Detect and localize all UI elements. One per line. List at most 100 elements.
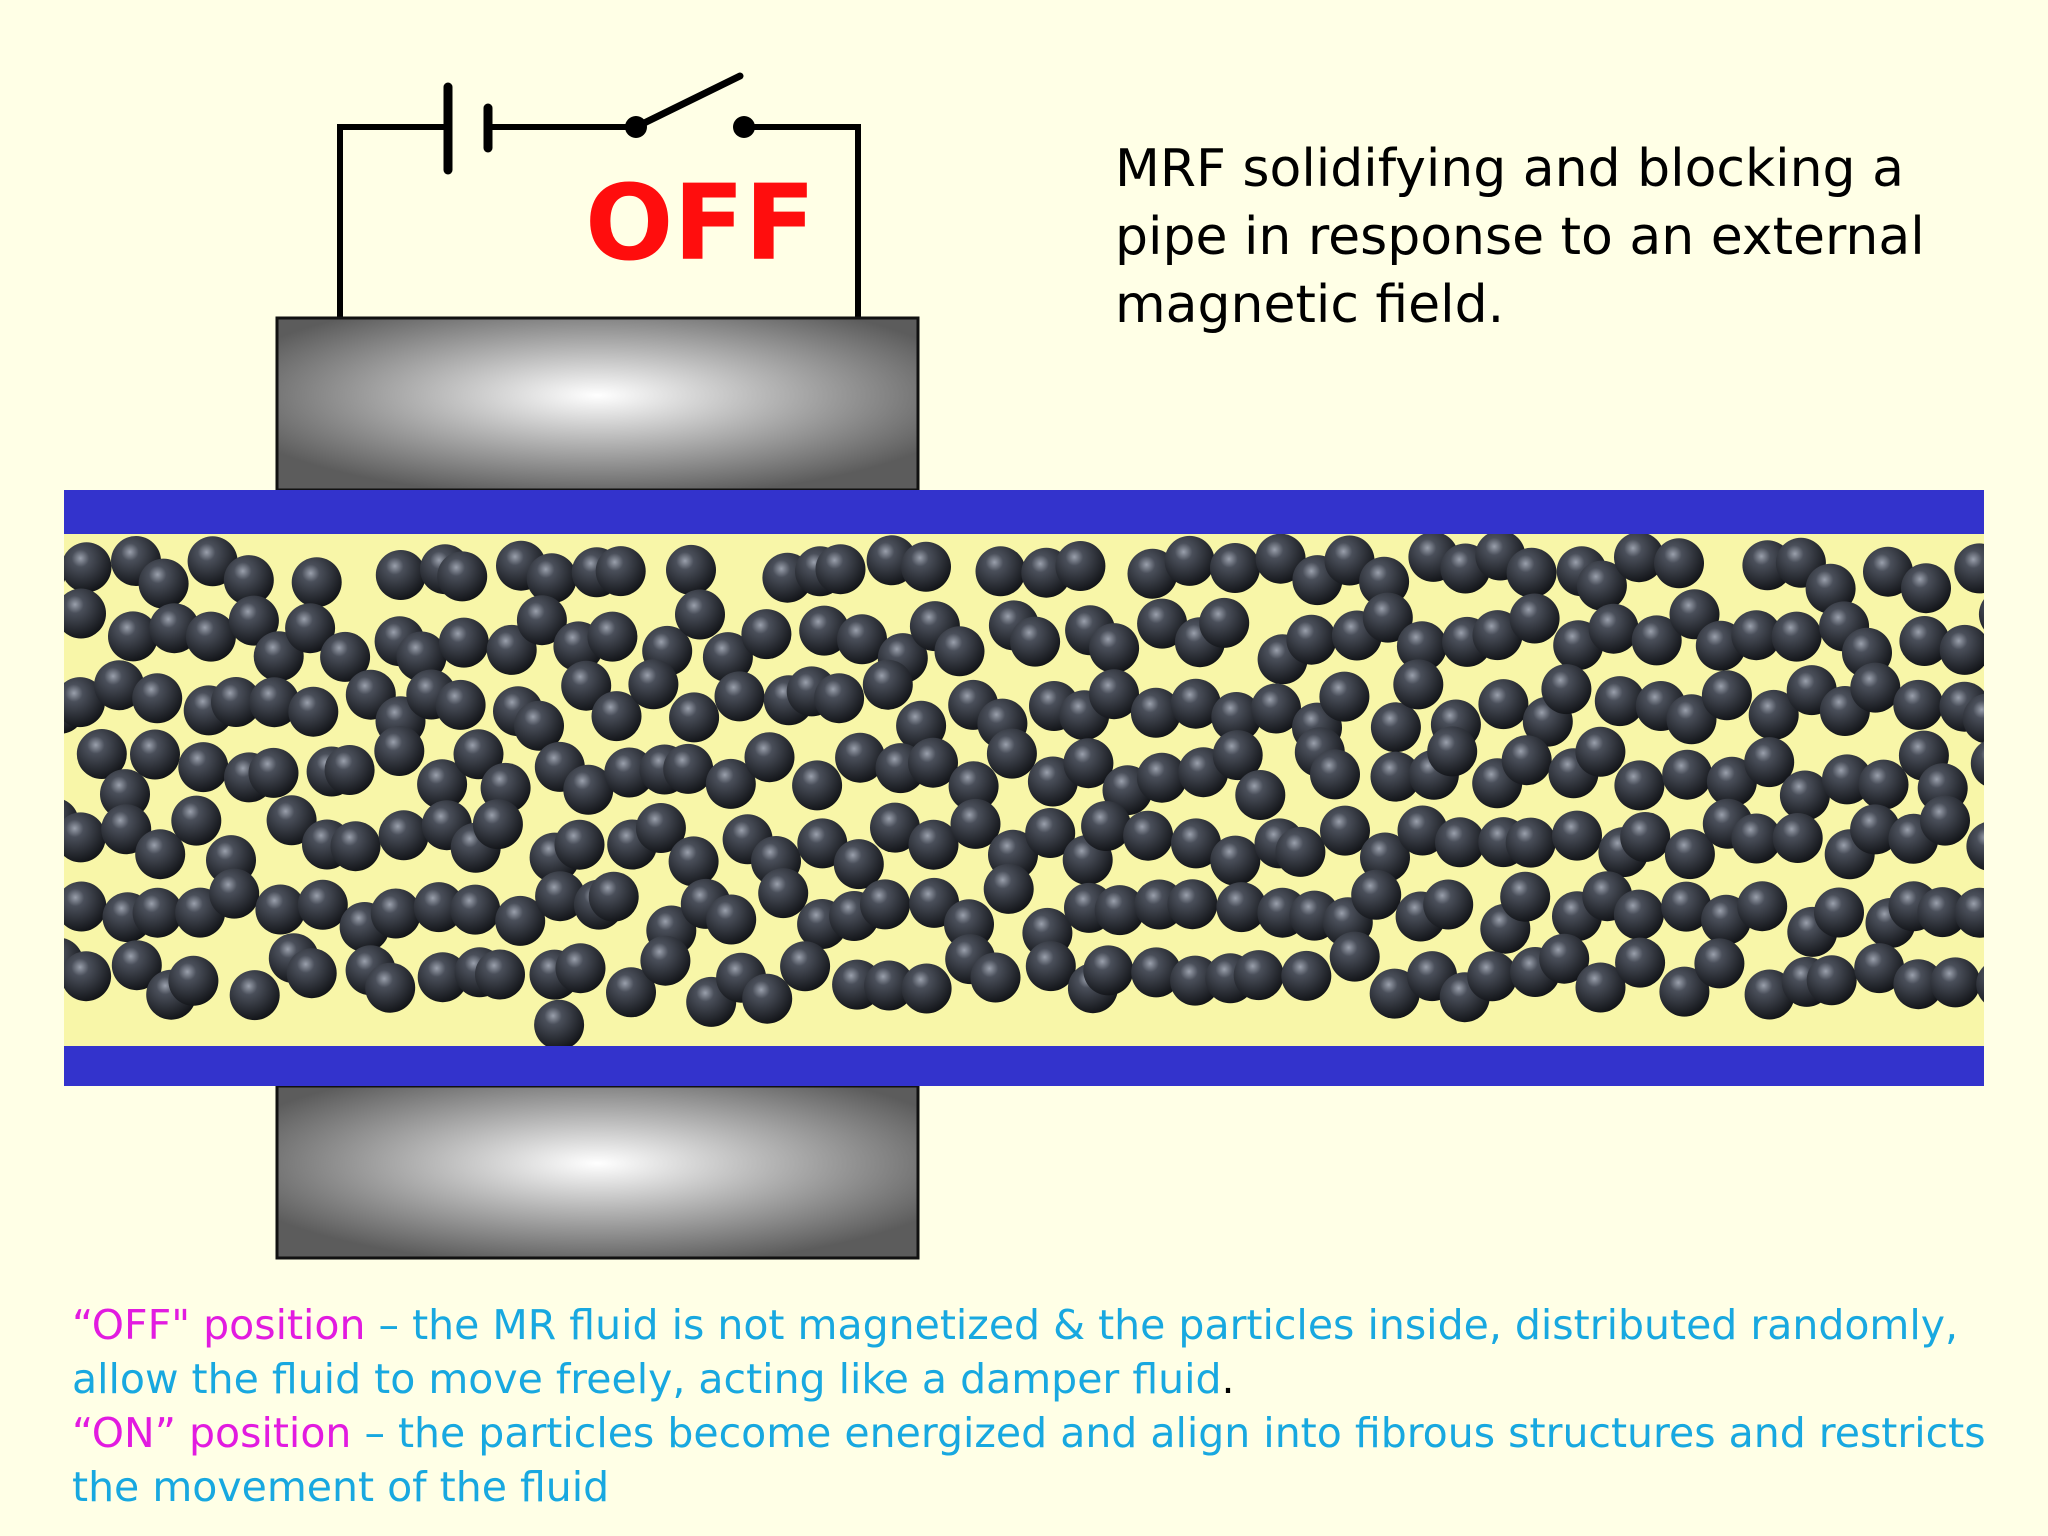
particle: [475, 949, 525, 1000]
particle: [135, 829, 186, 880]
particle: [705, 758, 756, 809]
particle: [1939, 624, 1984, 675]
particle: [1369, 968, 1420, 1019]
particle: [1094, 885, 1145, 936]
particle: [1701, 670, 1752, 721]
particle: [1286, 614, 1337, 665]
particle: [1806, 955, 1857, 1006]
particle: [132, 887, 183, 938]
particle: [370, 888, 421, 939]
particle: [1329, 931, 1380, 982]
particle: [178, 742, 229, 793]
particle: [1594, 676, 1645, 727]
particle: [330, 821, 381, 872]
particle: [64, 812, 106, 863]
particle: [2012, 623, 2048, 673]
caption-off-dash: –: [365, 1301, 413, 1349]
particle: [1854, 943, 1905, 994]
particle: [1620, 812, 1671, 862]
particle: [1664, 829, 1715, 880]
particle: [1893, 679, 1944, 730]
particle: [1281, 950, 1332, 1001]
particle: [1275, 826, 1326, 877]
particle: [450, 884, 501, 935]
particle: [228, 595, 279, 646]
particle: [76, 729, 127, 779]
particle: [1083, 945, 1134, 996]
particle: [288, 686, 339, 737]
particle: [64, 951, 112, 1002]
particle: [628, 659, 679, 710]
particle: [1917, 887, 1968, 938]
particle: [286, 948, 337, 999]
particle: [833, 839, 884, 890]
particle: [758, 868, 809, 919]
particle: [1575, 962, 1626, 1013]
particle: [229, 970, 280, 1021]
particle: [291, 557, 342, 608]
particle: [663, 743, 714, 794]
particle: [901, 541, 951, 592]
particle: [1850, 662, 1901, 713]
particle: [365, 962, 416, 1013]
particle: [209, 868, 260, 919]
particle: [138, 558, 189, 609]
particle: [378, 810, 429, 861]
particle: [1976, 966, 1984, 1003]
particle: [1216, 882, 1267, 933]
particle: [297, 879, 348, 930]
particle: [1501, 735, 1552, 786]
particle: [901, 963, 952, 1014]
particle: [792, 760, 843, 811]
particle: [1614, 760, 1665, 811]
particle: [1662, 749, 1713, 800]
particle: [1805, 563, 1856, 614]
particle: [1615, 937, 1666, 988]
particle: [64, 588, 106, 639]
particle: [1893, 959, 1944, 1010]
particle: [702, 632, 753, 683]
particle: [1211, 692, 1262, 742]
particle: [1397, 805, 1448, 856]
particle: [435, 679, 486, 730]
particle: [1467, 951, 1518, 1002]
particle: [975, 546, 1026, 597]
particle: [1010, 616, 1061, 667]
particle: [1737, 881, 1788, 932]
particle: [1631, 615, 1682, 666]
particle: [561, 660, 612, 711]
particle: [1822, 754, 1872, 805]
particle: [1954, 543, 1984, 594]
particle: [1319, 671, 1370, 722]
particle: [1575, 726, 1626, 777]
particle: [132, 673, 183, 724]
mr-particles: [64, 534, 2048, 1046]
particle: [1167, 879, 1218, 930]
particle: [669, 692, 720, 743]
particle: [950, 798, 1001, 849]
particle: [908, 737, 958, 788]
particle: [1966, 822, 1984, 871]
particle: [1666, 694, 1717, 745]
particle: [1351, 869, 1402, 920]
switch-contact-left: [625, 116, 647, 138]
particle: [249, 677, 300, 728]
particle: [1199, 597, 1250, 648]
particle: [1731, 813, 1782, 864]
particle: [864, 960, 915, 1011]
pipe-wall-bottom: [64, 1046, 1984, 1086]
particle: [1772, 813, 1823, 863]
particle: [255, 884, 306, 935]
particle: [375, 550, 426, 600]
caption-off: “OFF" position – the MR fluid is not mag…: [72, 1298, 2032, 1406]
particle: [1478, 679, 1529, 730]
magnet-bottom: [275, 1084, 920, 1260]
particle: [1081, 801, 1132, 851]
particle: [516, 595, 567, 646]
particle: [413, 882, 464, 933]
particle: [374, 726, 425, 776]
particle: [591, 691, 642, 742]
particle: [1505, 817, 1556, 868]
particle: [1137, 598, 1188, 649]
particle: [248, 747, 299, 798]
